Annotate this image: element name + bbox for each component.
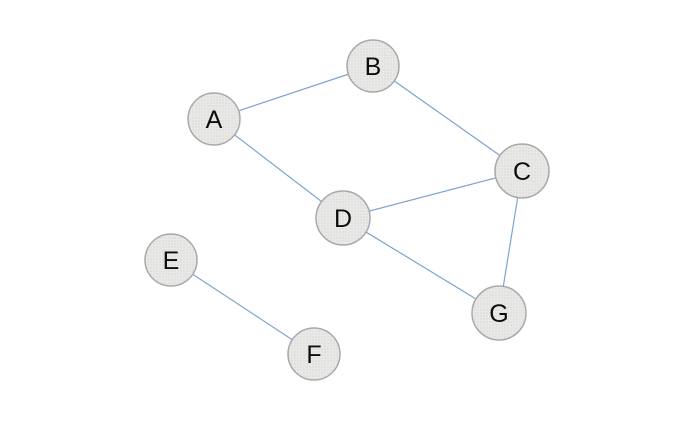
node-F-label: F	[306, 341, 321, 369]
node-A: A	[187, 92, 241, 146]
node-B-circle	[346, 39, 400, 93]
node-A-label: A	[206, 106, 223, 134]
node-G-circle	[471, 285, 527, 341]
node-E-circle	[144, 233, 198, 287]
node-G: G	[471, 285, 527, 341]
node-C: C	[494, 143, 550, 199]
edges-layer	[170, 65, 523, 355]
node-E: E	[144, 233, 198, 287]
node-G-label: G	[489, 300, 508, 328]
nodes-layer: A B C D E F G	[144, 39, 550, 381]
node-B: B	[346, 39, 400, 93]
node-C-label: C	[513, 158, 531, 186]
node-B-label: B	[365, 53, 382, 81]
node-F-circle	[287, 327, 341, 381]
node-E-label: E	[163, 247, 180, 275]
node-C-circle	[494, 143, 550, 199]
node-D: D	[315, 190, 371, 246]
node-D-circle	[315, 190, 371, 246]
edge-B-C	[372, 65, 523, 172]
node-F: F	[287, 327, 341, 381]
node-D-label: D	[334, 205, 352, 233]
edge-D-G	[342, 217, 500, 314]
edge-E-F	[170, 259, 315, 355]
edge-A-B	[213, 65, 374, 120]
edge-C-D	[342, 170, 523, 219]
node-A-circle	[187, 92, 241, 146]
